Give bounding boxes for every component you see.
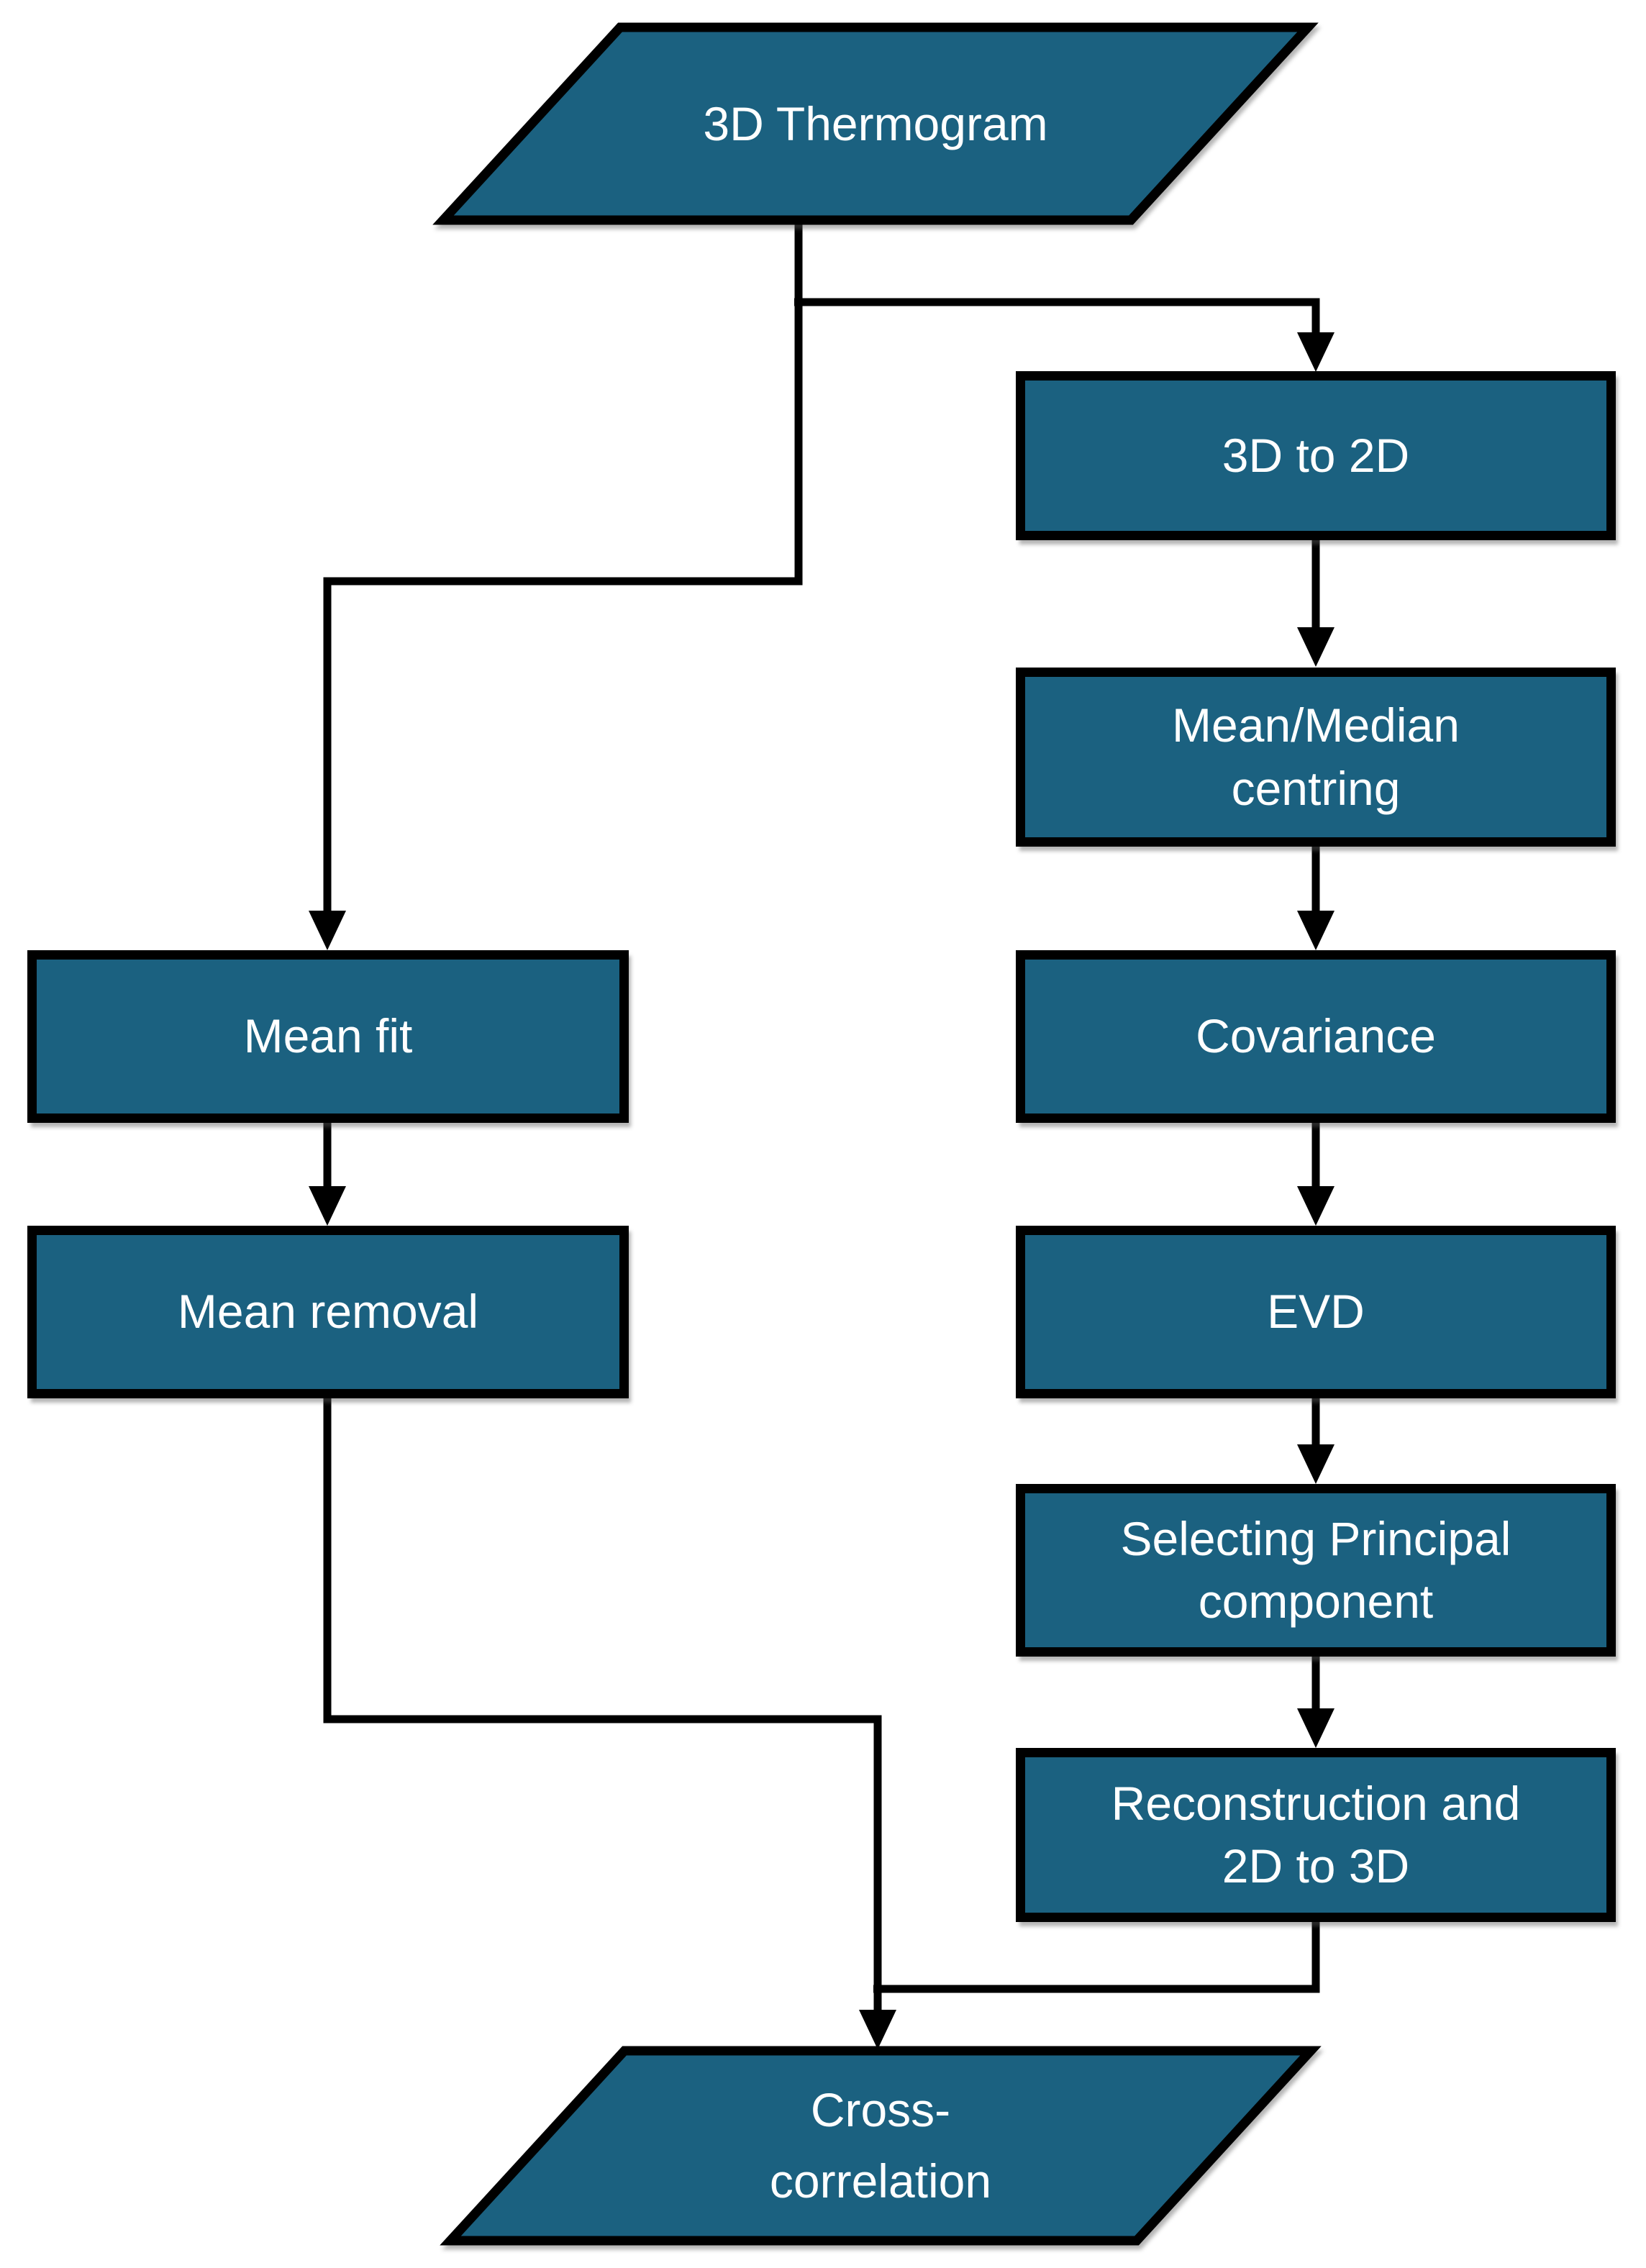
node-mean-median-centring: Mean/Median centring (1016, 668, 1616, 847)
node-3d-thermogram-shape (432, 22, 1319, 225)
node-evd: EVD (1016, 1226, 1616, 1398)
node-mean-removal: Mean removal (27, 1226, 629, 1398)
node-reconstruction-2d-to-3d: Reconstruction and 2D to 3D (1016, 1748, 1616, 1922)
node-cross-correlation-shape (440, 2046, 1322, 2246)
connector-thermogram-to-3dto2d (794, 298, 1320, 334)
node-3d-to-2d: 3D to 2D (1016, 371, 1616, 540)
arrow-head-icon (309, 911, 346, 950)
connector-thermogram-to-meanfit (323, 216, 803, 912)
arrow-head-icon (1297, 1186, 1334, 1226)
node-selecting-principal-component: Selecting Principal component (1016, 1484, 1616, 1657)
arrow-head-icon (1297, 1444, 1334, 1484)
arrow-head-icon (859, 2010, 896, 2049)
connector-reconstruction-to-crosscorrelation (873, 1920, 1320, 1993)
node-covariance: Covariance (1016, 950, 1616, 1123)
arrow-head-icon (309, 1186, 346, 1226)
arrow-head-icon (1297, 911, 1334, 950)
node-mean-fit: Mean fit (27, 950, 629, 1123)
arrow-head-icon (1297, 1708, 1334, 1748)
arrow-head-icon (1297, 332, 1334, 372)
connector-meanremoval-to-crosscorrelation (323, 1396, 882, 2011)
arrow-head-icon (1297, 627, 1334, 667)
